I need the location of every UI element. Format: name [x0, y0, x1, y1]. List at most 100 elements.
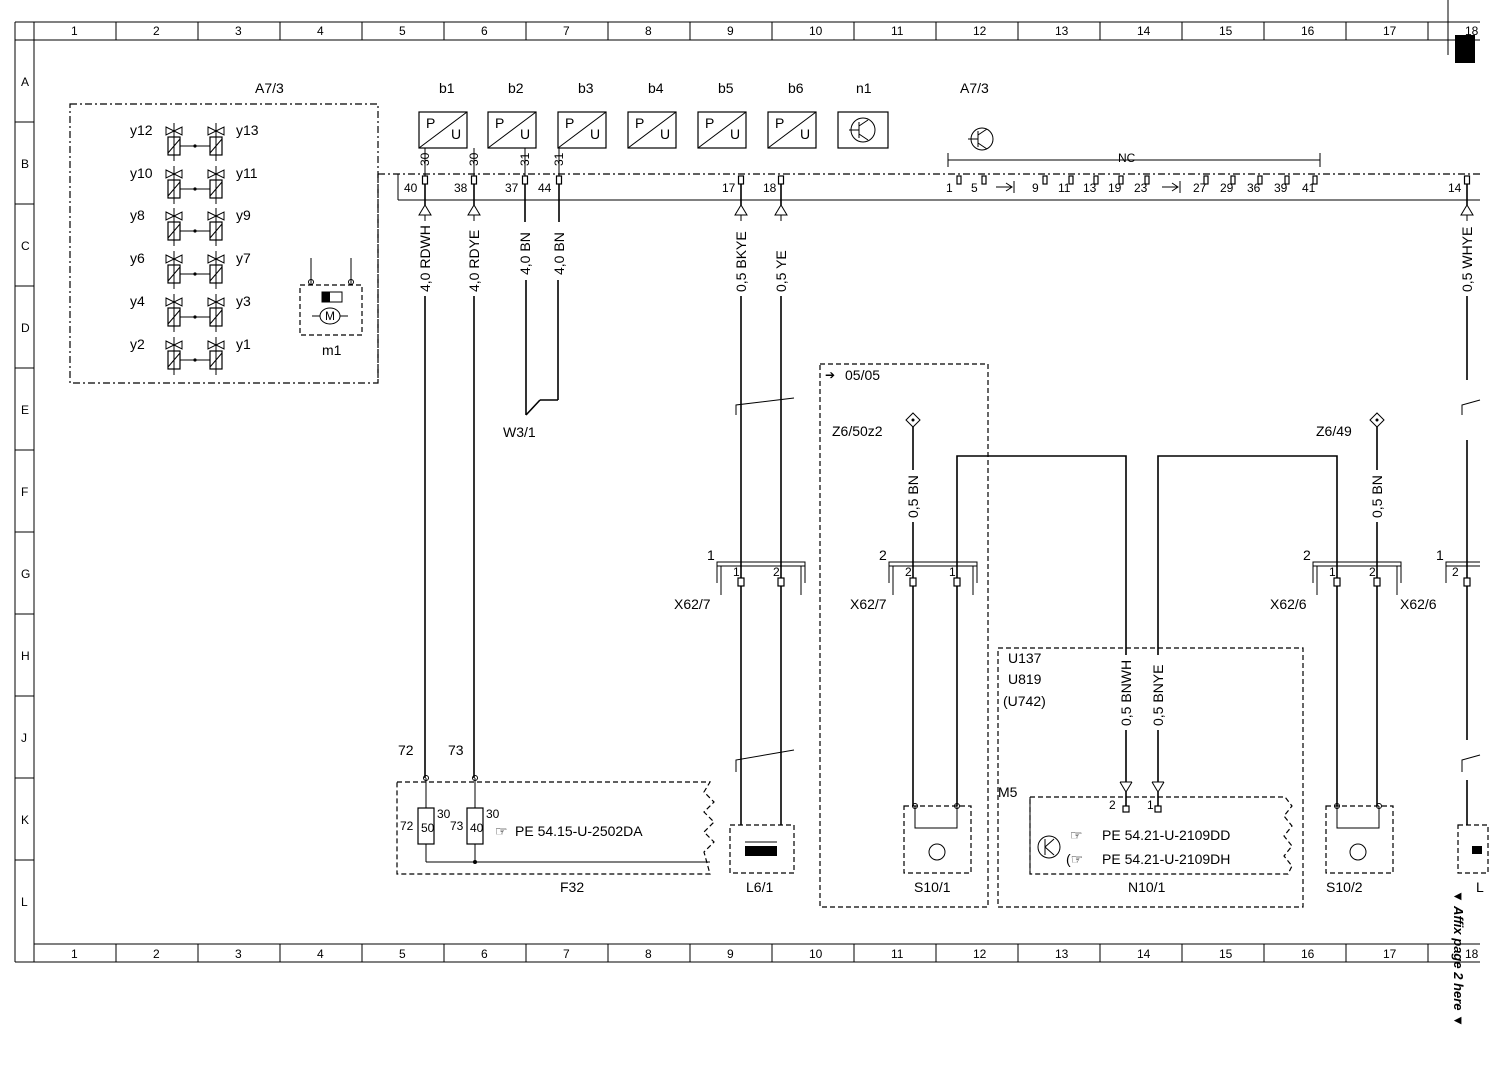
- diagram-frame: [14, 0, 1480, 963]
- nc-pin-label: 27: [1193, 181, 1207, 195]
- connector-pin-number: 2: [1369, 565, 1376, 579]
- fuse-73-in: 73: [450, 819, 464, 833]
- column-label-top: 6: [481, 24, 488, 38]
- f32-pin-72: 72: [398, 742, 414, 758]
- pin-skip-marker-2: [1162, 181, 1181, 193]
- column-label-top: 1: [71, 24, 78, 38]
- sensor-u-glyph: U: [451, 126, 461, 142]
- s10-1-label: S10/1: [914, 879, 951, 895]
- column-label-bottom: 5: [399, 947, 406, 961]
- valve-y3: y3: [207, 293, 251, 332]
- svg-text:L: L: [1476, 879, 1484, 895]
- z6-50z2-splice: [905, 412, 921, 428]
- valve-y7: y7: [207, 250, 251, 289]
- valve-label: y3: [236, 293, 251, 309]
- sensor-label: b1: [439, 80, 455, 96]
- row-label: L: [21, 895, 28, 909]
- column-label-bottom: 12: [973, 947, 987, 961]
- column-label-top: 17: [1383, 24, 1397, 38]
- nc-pin-label: 19: [1108, 181, 1122, 195]
- valve-y12: y12: [130, 122, 183, 161]
- valve-label: y9: [236, 207, 251, 223]
- column-label-top: 3: [235, 24, 242, 38]
- row-label: J: [21, 731, 27, 745]
- m5-pin-1: 1: [1147, 798, 1154, 812]
- column-label-bottom: 9: [727, 947, 734, 961]
- valve-label: y4: [130, 293, 145, 309]
- s10-1-switch: S10/1: [903, 803, 972, 895]
- sensor-p-glyph: P: [565, 115, 574, 131]
- column-label-top: 14: [1137, 24, 1151, 38]
- connector-index: 2: [879, 547, 887, 563]
- column-label-bottom: 18: [1465, 947, 1479, 961]
- column-label-bottom: 3: [235, 947, 242, 961]
- strip-pin-label: 40: [404, 181, 418, 195]
- connector-index: 2: [1303, 547, 1311, 563]
- m5-pin-2: 2: [1109, 798, 1116, 812]
- column-label-top: 4: [317, 24, 324, 38]
- row-label: G: [21, 567, 30, 581]
- valve-label: y6: [130, 250, 145, 266]
- row-label: A: [21, 75, 29, 89]
- valve-y13: y13: [207, 122, 259, 161]
- valve-label: y10: [130, 165, 153, 181]
- row-label: H: [21, 649, 30, 663]
- valve-label: y11: [236, 165, 258, 181]
- row-label: K: [21, 813, 29, 827]
- row-label: C: [21, 239, 30, 253]
- valve-label: y1: [236, 336, 251, 352]
- row-label: B: [21, 157, 29, 171]
- nc-pin-label: 36: [1247, 181, 1261, 195]
- sensor-p-glyph: P: [705, 115, 714, 131]
- column-label-bottom: 7: [563, 947, 570, 961]
- n10-reference-a: PE 54.21-U-2109DD: [1102, 827, 1230, 843]
- m5-label: M5: [998, 784, 1018, 800]
- connector-label: X62/6: [1270, 596, 1307, 612]
- connector-label: X62/7: [850, 596, 887, 612]
- column-label-top: 13: [1055, 24, 1069, 38]
- strip-pin-label: 18: [763, 181, 777, 195]
- connector-pin-number: 1: [949, 565, 956, 579]
- connector-index: 1: [707, 547, 715, 563]
- l6-1-label: L6/1: [746, 879, 773, 895]
- sensor-label: b6: [788, 80, 804, 96]
- column-label-bottom: 16: [1301, 947, 1315, 961]
- strip-pin-label: 37: [505, 181, 519, 195]
- sensor-p-glyph: P: [635, 115, 644, 131]
- z6-50z2-label: Z6/50z2: [832, 423, 883, 439]
- strip-pin-label: 44: [538, 181, 552, 195]
- svg-text:➔: ➔: [825, 368, 835, 382]
- column-label-top: 10: [809, 24, 823, 38]
- column-label-bottom: 1: [71, 947, 78, 961]
- sensor-u-glyph: U: [590, 126, 600, 142]
- fuse-72-term30: 30: [437, 807, 451, 821]
- affix-page-note: ▼ Affix page 2 here ▼: [1451, 890, 1466, 1027]
- column-label-bottom: 2: [153, 947, 160, 961]
- n1-label: n1: [856, 80, 872, 96]
- column-label-bottom: 15: [1219, 947, 1233, 961]
- nc-pin-label: 41: [1302, 181, 1316, 195]
- sensor-label: b3: [578, 80, 594, 96]
- sensor-u-glyph: U: [520, 126, 530, 142]
- n10-reference-b: PE 54.21-U-2109DH: [1102, 851, 1230, 867]
- valve-y10: y10: [130, 165, 183, 204]
- column-label-bottom: 4: [317, 947, 324, 961]
- column-label-bottom: 14: [1137, 947, 1151, 961]
- sensor-u-glyph: U: [730, 126, 740, 142]
- valve-y9: y9: [207, 207, 251, 246]
- n10-1-module: U137 U819 (U742) M5 ☞ PE 54.21-U-2109DD …: [997, 647, 1304, 908]
- nc-label: NC: [1118, 151, 1136, 165]
- z6-49-splice: Z6/49: [1316, 412, 1385, 439]
- affix-note-text: ▼ Affix page 2 here ▼: [1451, 890, 1466, 1027]
